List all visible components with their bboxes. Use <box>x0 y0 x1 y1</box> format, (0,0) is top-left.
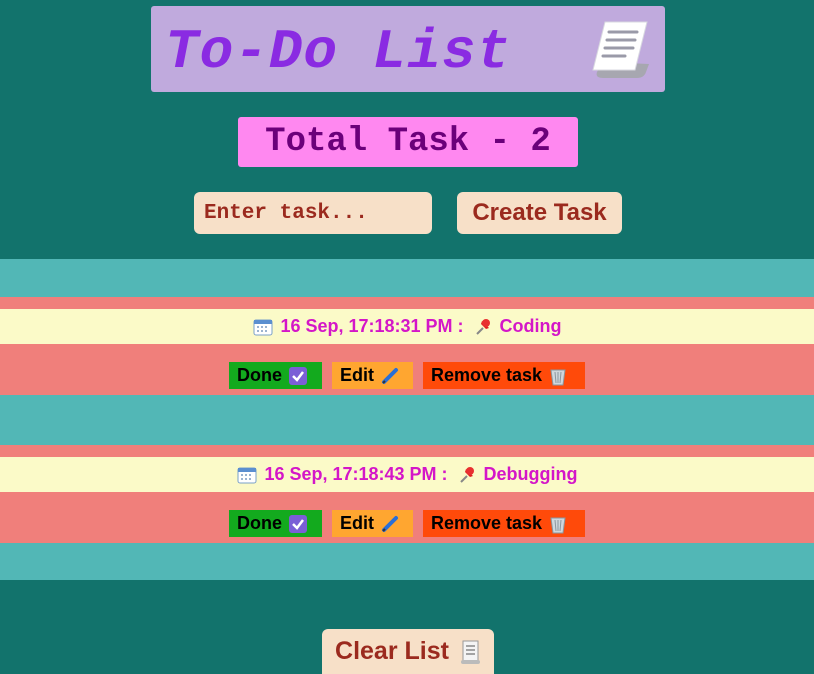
task-input[interactable] <box>194 192 432 234</box>
task-info: 16 Sep, 17:18:31 PM : Coding <box>0 309 814 344</box>
check-icon <box>289 514 307 533</box>
task-item: 16 Sep, 17:18:43 PM : Debugging Done Edi… <box>0 445 814 543</box>
remove-task-button[interactable]: Remove task <box>423 510 585 537</box>
calendar-icon <box>252 317 274 337</box>
check-icon <box>289 366 307 385</box>
pushpin-icon <box>456 465 478 485</box>
task-info: 16 Sep, 17:18:43 PM : Debugging <box>0 457 814 492</box>
pen-icon <box>382 367 398 384</box>
edit-label: Edit <box>340 513 374 533</box>
list-spacer <box>0 259 814 297</box>
scroll-icon <box>460 640 480 664</box>
remove-label: Remove task <box>431 513 543 533</box>
done-button[interactable]: Done <box>229 510 322 537</box>
remove-task-button[interactable]: Remove task <box>423 362 585 389</box>
pushpin-icon <box>472 317 494 337</box>
task-item: 16 Sep, 17:18:31 PM : Coding Done Edit R… <box>0 297 814 395</box>
list-spacer <box>0 395 814 445</box>
task-actions: Done Edit Remove task <box>0 362 814 389</box>
edit-label: Edit <box>340 365 374 385</box>
total-task-counter: Total Task - 2 <box>238 117 578 167</box>
list-spacer <box>0 543 814 580</box>
calendar-icon <box>236 465 258 485</box>
task-name: Debugging <box>483 464 578 484</box>
page-title: To-Do List <box>165 20 512 84</box>
task-timestamp: 16 Sep, 17:18:43 PM : <box>264 464 448 484</box>
pen-icon <box>382 515 398 532</box>
done-label: Done <box>237 513 282 533</box>
edit-button[interactable]: Edit <box>332 362 413 389</box>
clear-list-button[interactable]: Clear List <box>322 629 494 674</box>
task-actions: Done Edit Remove task <box>0 510 814 537</box>
clear-list-label: Clear List <box>335 637 449 665</box>
task-list: 16 Sep, 17:18:31 PM : Coding Done Edit R… <box>0 259 814 580</box>
remove-label: Remove task <box>431 365 543 385</box>
done-button[interactable]: Done <box>229 362 322 389</box>
task-name: Coding <box>499 316 562 336</box>
wastebasket-icon <box>550 517 566 533</box>
scroll-icon <box>592 21 649 78</box>
wastebasket-icon <box>550 369 566 385</box>
edit-button[interactable]: Edit <box>332 510 413 537</box>
done-label: Done <box>237 365 282 385</box>
task-timestamp: 16 Sep, 17:18:31 PM : <box>280 316 464 336</box>
create-task-button[interactable]: Create Task <box>457 192 622 234</box>
title-box: To-Do List <box>151 6 665 92</box>
